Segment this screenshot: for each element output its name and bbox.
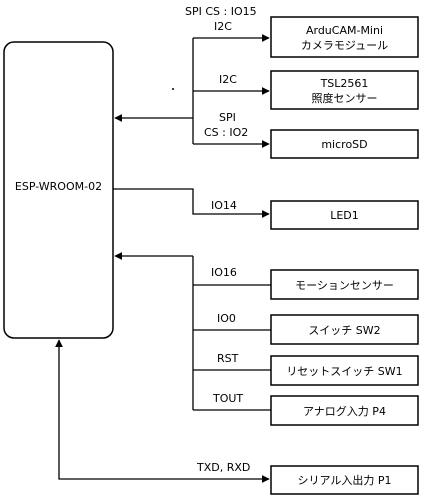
esp-wroom-02-label: ESP-WROOM-02 (15, 180, 102, 193)
device-led1: LED1 (270, 200, 419, 230)
device-tsl2561-desc: 照度センサー (312, 91, 378, 105)
device-tsl2561-name: TSL2561 (320, 77, 369, 90)
device-tsl2561: TSL2561 照度センサー (270, 70, 419, 110)
device-motion-sensor: モーションセンサー (270, 269, 419, 300)
bus-label-io14: IO14 (211, 199, 237, 212)
device-led1-label: LED1 (330, 209, 359, 222)
led-connector (113, 188, 270, 218)
device-serial-io-p1-label: シリアル入出力 P1 (297, 473, 391, 487)
device-arducam: ArduCAM-Mini カメラモジュール (270, 16, 419, 58)
bus-label-txd-rxd: TXD, RXD (196, 461, 250, 474)
serial-connector (55, 339, 270, 483)
bus-label-cs-io2: CS : IO2 (204, 126, 248, 139)
device-microsd: microSD (270, 129, 419, 159)
group-2-connectors (114, 252, 271, 411)
bus-label-spi-cs-io15: SPI CS : IO15 (185, 5, 257, 18)
device-switch-sw2: スイッチ SW2 (270, 314, 419, 345)
bus-label-io16: IO16 (211, 266, 237, 279)
esp-wroom-02-block: ESP-WROOM-02 (3, 41, 114, 339)
bus-label-io0: IO0 (217, 312, 236, 325)
bus-label-i2c-tsl: I2C (219, 73, 237, 86)
device-analog-input-p4-label: アナログ入力 P4 (303, 404, 386, 418)
bus-label-spi: SPI (219, 111, 236, 124)
device-serial-io-p1: シリアル入出力 P1 (270, 465, 419, 495)
device-analog-input-p4: アナログ入力 P4 (270, 395, 419, 426)
bus-label-tout: TOUT (212, 392, 243, 405)
bus-label-i2c-camera: I2C (214, 20, 232, 33)
device-arducam-desc: カメラモジュール (301, 39, 388, 52)
bus-label-rst: RST (217, 352, 239, 365)
group-1-connectors (114, 34, 270, 148)
bus-labels: SPI CS : IO15 I2C I2C SPI CS : IO2 IO14 … (185, 5, 257, 474)
stray-dot (172, 88, 174, 90)
device-reset-switch-sw1: リセットスイッチ SW1 (270, 355, 419, 386)
device-switch-sw2-label: スイッチ SW2 (308, 324, 380, 337)
device-arducam-name: ArduCAM-Mini (306, 24, 383, 37)
device-motion-sensor-label: モーションセンサー (295, 279, 394, 292)
device-microsd-label: microSD (321, 138, 367, 151)
device-reset-switch-sw1-label: リセットスイッチ SW1 (286, 365, 402, 378)
